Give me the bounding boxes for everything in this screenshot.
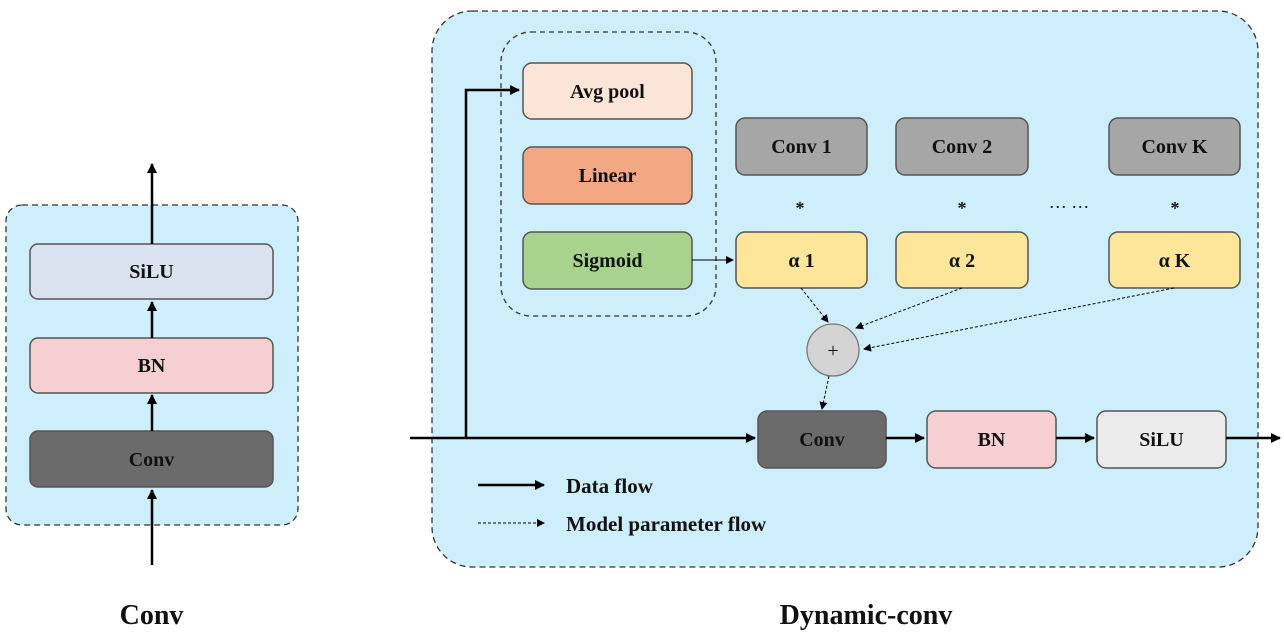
avg-pool-label: Avg pool: [570, 81, 645, 103]
attention-branch-arrow: [464, 85, 520, 438]
linear-label: Linear: [579, 165, 637, 187]
left-bn-label: BN: [138, 355, 166, 377]
ellipsis: … …: [1049, 192, 1090, 212]
multiply-symbol-2: *: [958, 198, 967, 218]
left-silu-label: SiLU: [129, 261, 173, 283]
kernel-conv1-label: Conv 1: [771, 136, 832, 158]
right-caption: Dynamic-conv: [780, 600, 953, 631]
left-conv-label: Conv: [129, 449, 175, 471]
sum-symbol: +: [827, 340, 838, 362]
avg-pool-block: [522, 62, 693, 120]
legend-param-flow-label: Model parameter flow: [566, 512, 767, 536]
dynamic-silu-block: [1096, 410, 1227, 469]
attention-branch-group: [500, 31, 717, 317]
alphak-to-sum-arrow: [863, 287, 1175, 352]
alpha2-label: α 2: [949, 250, 975, 272]
dynamic-conv-label: Conv: [799, 429, 845, 451]
alpha1-to-sum-arrow: [800, 287, 829, 323]
alphak-label: α K: [1159, 250, 1191, 272]
alpha2-to-sum-arrow: [855, 287, 963, 330]
kernel-convk-block: [1108, 117, 1241, 176]
alphak-block: [1108, 231, 1241, 289]
kernel-conv2-block: [895, 117, 1029, 176]
dynamic-bn-label: BN: [978, 429, 1006, 451]
linear-block: [522, 146, 693, 205]
kernel-convk-label: Conv K: [1141, 136, 1208, 158]
dynamic-silu-label: SiLU: [1139, 429, 1183, 451]
dynamic-bn-block: [926, 410, 1057, 469]
dynamic-conv-block: [757, 410, 887, 469]
multiply-symbol-k: *: [1171, 198, 1180, 218]
kernel-conv2-label: Conv 2: [932, 136, 993, 158]
legend-data-flow-label: Data flow: [566, 474, 654, 498]
sum-to-conv-arrow: [819, 375, 830, 410]
multiply-symbol-1: *: [796, 198, 805, 218]
kernel-conv1-block: [735, 117, 868, 176]
left-caption: Conv: [120, 600, 184, 631]
sum-node: [806, 323, 860, 377]
sigmoid-label: Sigmoid: [572, 250, 642, 272]
alpha1-label: α 1: [788, 250, 814, 272]
